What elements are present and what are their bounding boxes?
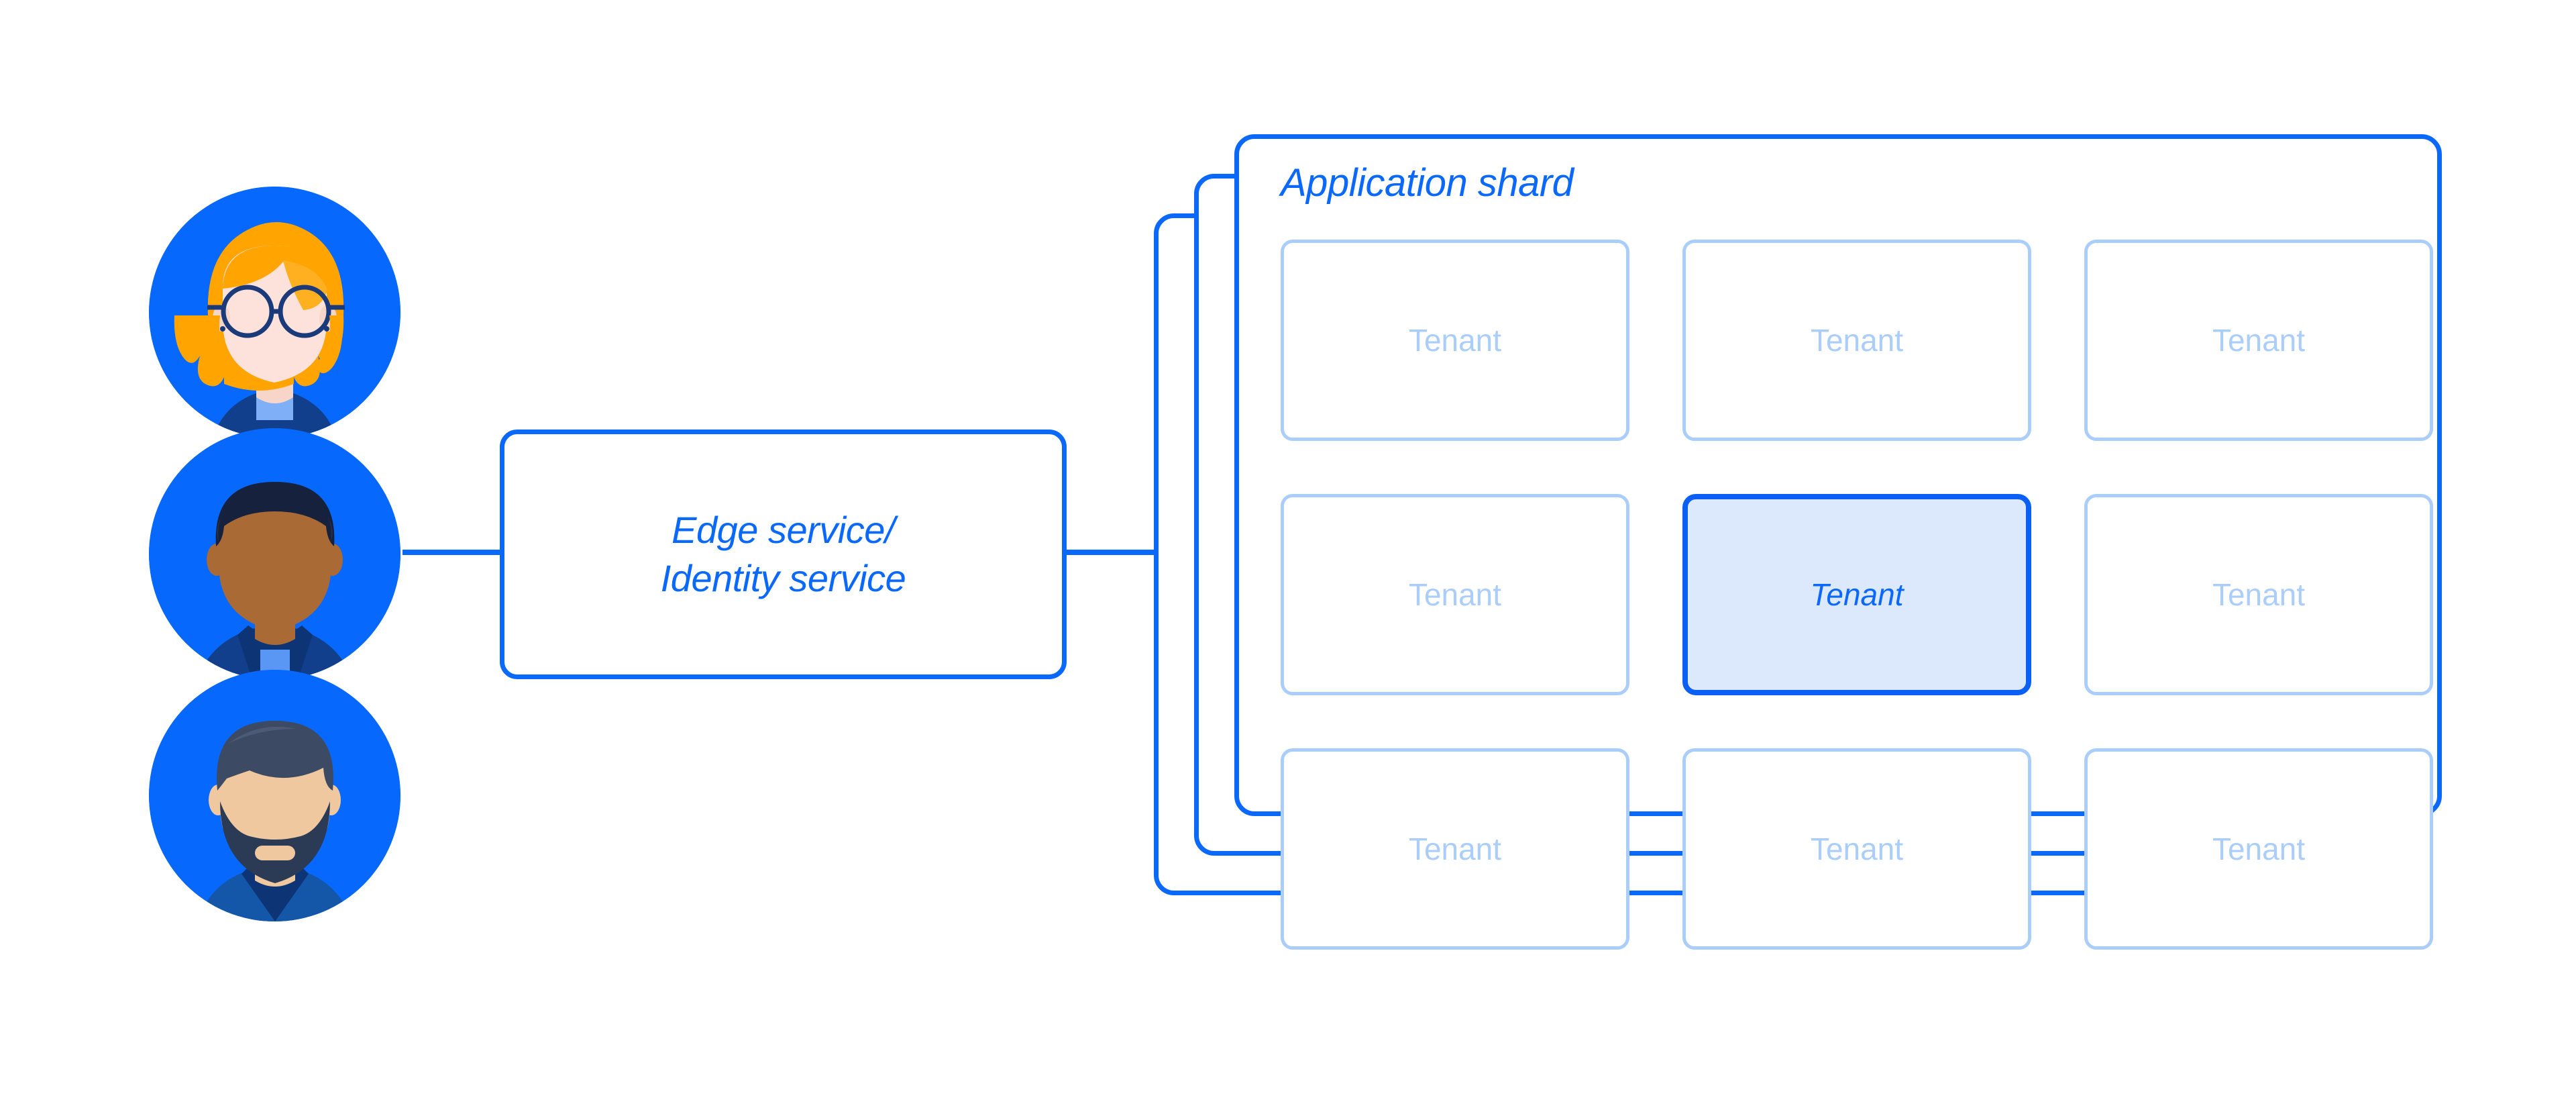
tenant-cell[interactable]: Tenant: [1281, 494, 1629, 695]
tenant-cell[interactable]: Tenant: [1682, 240, 2031, 441]
edge-service-label: Edge service/ Identity service: [660, 509, 906, 599]
application-shard-title: Application shard: [1281, 161, 1574, 205]
tenant-cell[interactable]: Tenant: [2084, 748, 2433, 950]
application-shard-card-front[interactable]: Application shard Tenant Tenant Tenant T…: [1234, 134, 2442, 950]
tenant-cell[interactable]: Tenant: [1682, 748, 2031, 950]
avatar-man-short-hair: [149, 428, 400, 680]
connector-users-to-edge: [402, 550, 503, 555]
avatar-woman-glasses: [149, 187, 400, 438]
edge-service-box[interactable]: Edge service/ Identity service: [500, 430, 1067, 679]
tenant-cell[interactable]: Tenant: [1281, 240, 1629, 441]
avatar-man-beard: [149, 670, 400, 921]
tenant-grid: Tenant Tenant Tenant Tenant Tenant Tenan…: [1281, 240, 2433, 950]
tenant-cell-active[interactable]: Tenant: [1682, 494, 2031, 695]
tenant-cell[interactable]: Tenant: [1281, 748, 1629, 950]
tenant-cell[interactable]: Tenant: [2084, 240, 2433, 441]
connector-edge-to-shards: [1063, 550, 1157, 555]
tenant-cell[interactable]: Tenant: [2084, 494, 2433, 695]
